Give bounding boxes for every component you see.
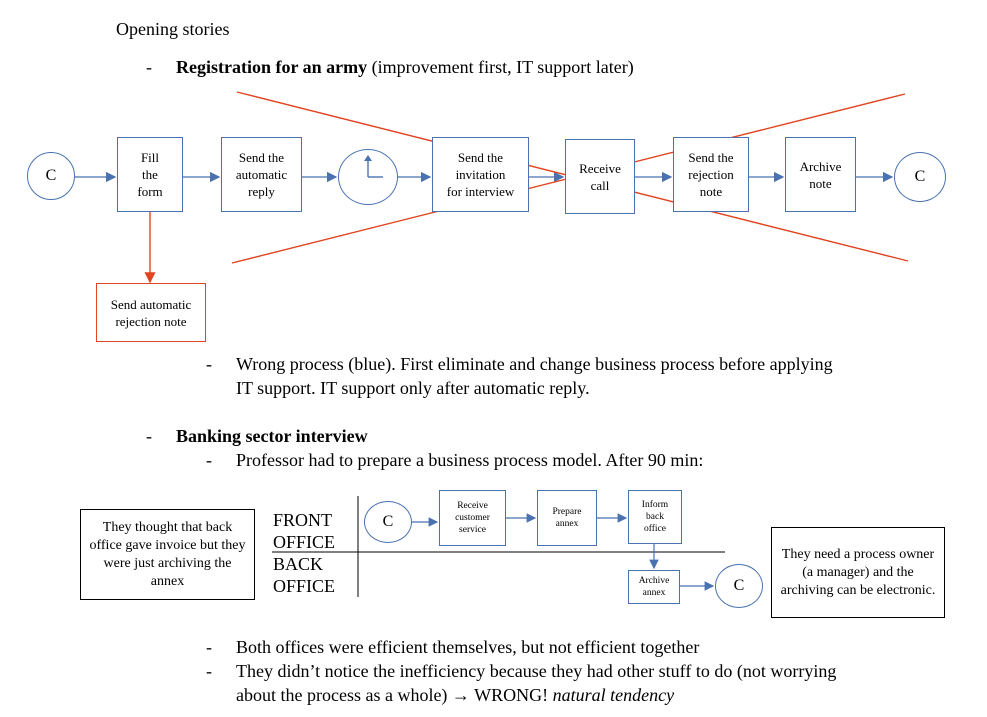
- step-inform-back-office: Inform back office: [628, 490, 682, 544]
- bullet-dash: -: [206, 637, 212, 657]
- step-prepare-annex: Prepare annex: [537, 490, 597, 546]
- step-archive-annex: Archive annex: [628, 570, 680, 604]
- step-send-invitation: Send the invitation for interview: [432, 137, 529, 212]
- bullet-dash: -: [146, 57, 152, 77]
- story1-comment-cont: IT support. IT support only after automa…: [236, 378, 590, 398]
- step-send-automatic-reply: Send the automatic reply: [221, 137, 302, 212]
- bullet-dash: -: [206, 354, 212, 374]
- step-send-rejection-note: Send the rejection note: [673, 137, 749, 212]
- page-heading: Opening stories: [116, 19, 230, 39]
- branch-automatic-rejection: Send automatic rejection note: [96, 283, 206, 342]
- story2-bullet-2: They didn’t notice the inefficiency beca…: [236, 661, 837, 681]
- bullet-dash: -: [146, 426, 152, 446]
- bullet-dash: -: [206, 450, 212, 470]
- start-event: C: [364, 501, 412, 543]
- story1-title-bold: Registration for an army: [176, 57, 368, 77]
- lane-front-office: FRONT OFFICE: [273, 510, 336, 552]
- step-fill-form: Fill the form: [117, 137, 183, 212]
- step-archive-note: Archive note: [785, 137, 856, 212]
- right-note: They need a process owner (a manager) an…: [771, 527, 945, 618]
- timer-event: [338, 149, 398, 205]
- bullet-dash: -: [206, 661, 212, 681]
- story2-intro: Professor had to prepare a business proc…: [236, 450, 704, 470]
- end-event: C: [715, 564, 763, 608]
- story2-bullet-2-cont: about the process as a whole) → WRONG! n…: [236, 685, 675, 705]
- story1-title: Registration for an army (improvement fi…: [176, 55, 634, 79]
- story1-comment: Wrong process (blue). First eliminate an…: [236, 354, 833, 374]
- story2-bullet-1: Both offices were efficient themselves, …: [236, 637, 700, 657]
- step-receive-customer-service: Receive customer service: [439, 490, 506, 546]
- story1-title-rest: (improvement first, IT support later): [367, 57, 634, 77]
- lane-back-office: BACK OFFICE: [273, 554, 336, 596]
- start-event: C: [27, 152, 75, 200]
- story2-title: Banking sector interview: [176, 426, 368, 446]
- step-receive-call: Receive call: [565, 139, 635, 214]
- end-event: C: [894, 152, 946, 202]
- left-note: They thought that back office gave invoi…: [80, 509, 255, 600]
- clock-icon: [364, 155, 383, 178]
